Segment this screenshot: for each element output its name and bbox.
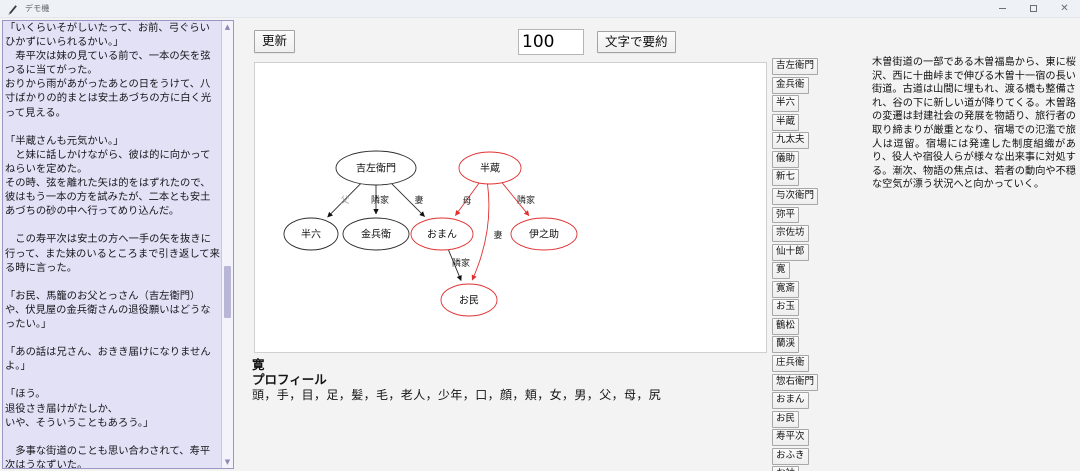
graph-node[interactable]: 半六 <box>283 217 339 251</box>
character-button[interactable]: おまん <box>772 392 809 410</box>
summary-panel: 木曽街道の一部である木曽福島から、東に桜沢、西に十曲峠まで伸びる木曽十一宿の長い… <box>872 56 1076 206</box>
profile-heading: プロフィール <box>252 372 327 387</box>
graph-edge-label: 妻 <box>414 194 423 206</box>
graph-node[interactable]: 金兵衛 <box>342 217 410 251</box>
summary-text: 木曽街道の一部である木曽福島から、東に桜沢、西に十曲峠まで伸びる木曽十一宿の長い… <box>872 57 1076 191</box>
maximize-button[interactable] <box>1018 0 1049 18</box>
graph-node-label: 半蔵 <box>480 162 500 175</box>
close-icon: ✕ <box>1060 2 1069 14</box>
graph-node-label: 半六 <box>301 228 321 241</box>
character-button[interactable]: お玉 <box>772 299 800 317</box>
graph-edge-label: 隣家 <box>452 257 470 269</box>
graph-edge <box>455 182 480 216</box>
graph-edges: 父隣家妻母隣家妻隣家 <box>327 182 535 282</box>
summarize-group: 文字で要約 <box>518 29 676 55</box>
graph-node-ellipse <box>283 217 339 251</box>
character-button[interactable]: おふき <box>772 447 809 465</box>
window-controls: ✕ <box>987 0 1080 18</box>
character-button[interactable]: 蘭渓 <box>772 336 800 354</box>
character-button[interactable]: 庄兵衛 <box>772 355 809 372</box>
character-button[interactable]: 半六 <box>772 95 800 113</box>
character-button[interactable]: 与次衛門 <box>772 187 819 205</box>
graph-edge <box>327 183 361 218</box>
graph-node-label: 金兵衛 <box>361 228 391 241</box>
update-button[interactable]: 更新 <box>254 30 296 53</box>
graph-node-label: おまん <box>427 229 457 241</box>
graph-node-ellipse <box>335 150 417 186</box>
character-button[interactable]: 儀助 <box>772 150 800 168</box>
character-button[interactable]: 仙十郎 <box>772 243 809 261</box>
character-button[interactable]: 弥平 <box>772 206 800 224</box>
source-scrollbar[interactable]: ▲ ▼ <box>221 21 233 468</box>
graph-edge-label: 母 <box>462 196 471 207</box>
window-title: デモ機 <box>25 4 50 13</box>
graph-node-ellipse <box>342 217 410 251</box>
character-button[interactable]: 鶴松 <box>772 317 800 335</box>
profile-name: 寛 <box>252 357 265 372</box>
character-button[interactable]: 寿平次 <box>772 429 809 447</box>
title-bar: デモ機 ✕ <box>0 0 1080 18</box>
close-button[interactable]: ✕ <box>1049 0 1080 18</box>
graph-node-ellipse <box>440 283 498 317</box>
scroll-down-icon[interactable]: ▼ <box>224 458 231 466</box>
character-button[interactable]: 寛斎 <box>772 280 800 298</box>
graph-svg: 父隣家妻母隣家妻隣家 吉左衛門半蔵半六金兵衛おまん伊之助お民 <box>283 150 578 317</box>
graph-node-ellipse <box>458 151 522 185</box>
graph-node-ellipse <box>510 217 578 251</box>
graph-node[interactable]: 半蔵 <box>458 151 522 185</box>
source-text: 「いくらいそがしいたって、お前、弓ぐらいひかずにいられるかい。」 寿平次は妹の見… <box>5 22 220 469</box>
graph-edge-label: 父 <box>340 195 349 206</box>
character-button[interactable]: 寛 <box>772 262 790 280</box>
profile-attributes: 頭，手，目，足，髪，毛，老人，少年，口，顔，頬，女，男，父，母，尻 <box>252 388 662 402</box>
character-button[interactable]: 吉左衛門 <box>772 58 819 75</box>
character-button[interactable]: 宗佐坊 <box>772 225 809 243</box>
character-button[interactable]: 新七 <box>772 169 800 187</box>
character-button[interactable]: 九太夫 <box>772 132 809 150</box>
character-button[interactable]: 半蔵 <box>772 113 800 131</box>
character-button[interactable]: 金兵衛 <box>772 76 809 94</box>
graph-edge-label: 隣家 <box>517 194 535 206</box>
toolbar: 更新 文字で要約 <box>254 29 770 59</box>
character-list: 吉左衛門金兵衛半六半蔵九太夫儀助新七与次衛門弥平宗佐坊仙十郎寛寛斎お玉鶴松蘭渓庄… <box>772 58 834 471</box>
scrollbar-thumb[interactable] <box>224 266 231 318</box>
character-button[interactable]: 惣右衛門 <box>772 373 819 391</box>
graph-edge-label: 妻 <box>493 229 502 241</box>
graph-node[interactable]: おまん <box>410 217 474 251</box>
source-text-panel[interactable]: 「いくらいそがしいたって、お前、弓ぐらいひかずにいられるかい。」 寿平次は妹の見… <box>2 20 234 469</box>
graph-edge <box>391 183 425 217</box>
graph-edge <box>501 182 530 217</box>
graph-node-label: 伊之助 <box>529 228 559 241</box>
graph-edge-label: 隣家 <box>371 194 389 206</box>
summarize-button[interactable]: 文字で要約 <box>597 30 676 54</box>
scroll-up-icon[interactable]: ▲ <box>224 23 231 31</box>
pen-icon <box>7 3 19 15</box>
graph-edge <box>471 183 490 281</box>
relationship-graph[interactable]: 父隣家妻母隣家妻隣家 吉左衛門半蔵半六金兵衛おまん伊之助お民 <box>254 62 767 353</box>
graph-node-ellipse <box>410 217 474 251</box>
character-button[interactable]: お袖 <box>772 466 800 471</box>
graph-node-label: お民 <box>459 295 479 307</box>
graph-node[interactable]: お民 <box>440 283 498 317</box>
graph-edge <box>447 249 462 282</box>
graph-node-label: 吉左衛門 <box>356 162 396 175</box>
character-button[interactable]: お民 <box>772 410 800 428</box>
graph-node[interactable]: 吉左衛門 <box>335 150 417 186</box>
graph-node[interactable]: 伊之助 <box>510 217 578 251</box>
char-count-input[interactable] <box>518 29 584 55</box>
minimize-button[interactable] <box>987 0 1018 18</box>
profile-section: 寛 プロフィール 頭，手，目，足，髪，毛，老人，少年，口，顔，頬，女，男，父，母… <box>252 357 770 403</box>
